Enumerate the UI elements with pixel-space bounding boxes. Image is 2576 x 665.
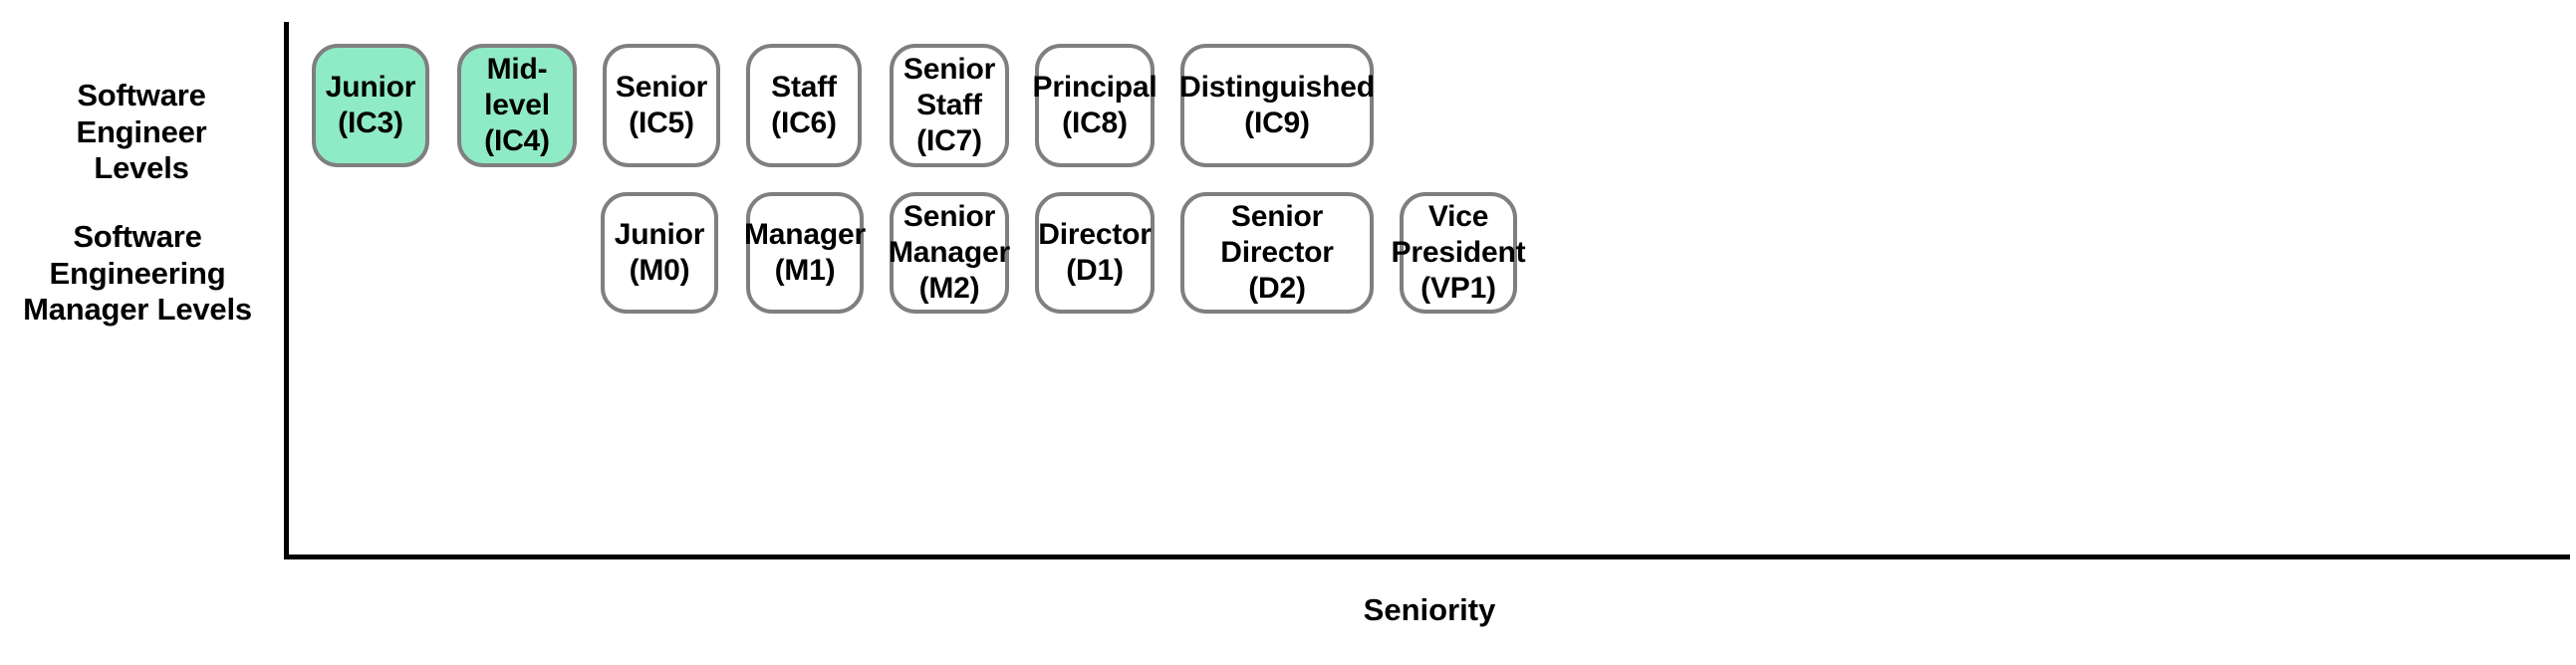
- level-box-label: Senior (IC5): [615, 71, 708, 139]
- level-box-ic9[interactable]: Distinguished (IC9): [1179, 44, 1375, 167]
- level-box-label: Senior Director (D2): [1220, 200, 1334, 305]
- level-box-label: Junior (IC3): [325, 71, 416, 139]
- level-box-ic3[interactable]: Junior (IC3): [312, 44, 429, 167]
- level-box-ic5[interactable]: Senior (IC5): [603, 44, 720, 167]
- row-label-software-engineering-manager-levels: Software Engineering Manager Levels: [23, 219, 252, 328]
- level-box-m2[interactable]: Senior Manager (M2): [889, 192, 1010, 314]
- level-box-label: Staff (IC6): [771, 71, 837, 139]
- level-box-m0[interactable]: Junior (M0): [601, 192, 718, 314]
- level-box-label: Junior (M0): [614, 218, 705, 287]
- level-box-m1[interactable]: Manager (M1): [744, 192, 866, 314]
- level-box-label: Director (D1): [1038, 218, 1152, 287]
- level-box-label: Principal (IC8): [1032, 71, 1158, 139]
- level-box-vp1[interactable]: Vice President (VP1): [1392, 192, 1526, 314]
- level-box-label: Distinguished (IC9): [1179, 71, 1375, 139]
- level-box-ic8[interactable]: Principal (IC8): [1032, 44, 1158, 167]
- level-box-ic6[interactable]: Staff (IC6): [746, 44, 862, 167]
- level-box-label: Mid-level (IC4): [484, 53, 550, 157]
- row-label-software-engineer-levels: Software Engineer Levels: [76, 78, 207, 186]
- level-box-label: Vice President (VP1): [1391, 200, 1526, 305]
- level-box-ic4[interactable]: Mid-level (IC4): [457, 44, 577, 167]
- level-box-d1[interactable]: Director (D1): [1035, 192, 1155, 314]
- x-axis-title: Seniority: [1363, 592, 1496, 627]
- level-box-label: Manager (M1): [744, 218, 866, 287]
- level-box-label: Senior Staff (IC7): [902, 53, 996, 157]
- y-axis-line: [284, 22, 289, 559]
- x-axis-line: [284, 554, 2570, 559]
- level-box-label: Senior Manager (M2): [889, 200, 1010, 305]
- level-box-d2[interactable]: Senior Director (D2): [1180, 192, 1374, 314]
- level-box-ic7[interactable]: Senior Staff (IC7): [890, 44, 1009, 167]
